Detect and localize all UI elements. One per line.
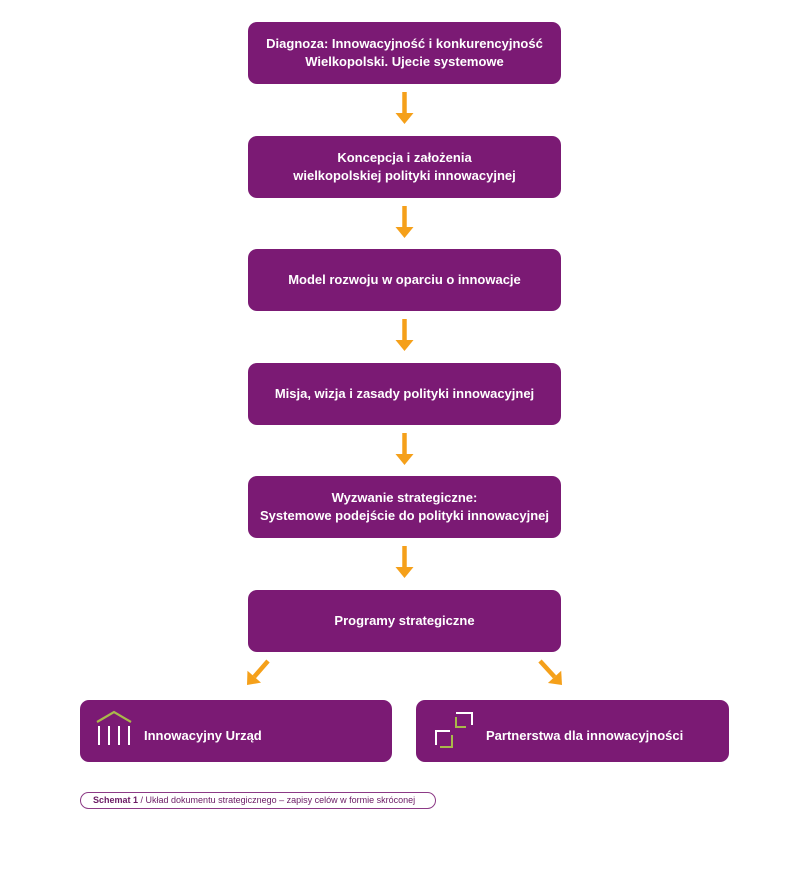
- branch-arrow-right-shaft: [538, 659, 557, 679]
- branch-arrow-right: [538, 659, 562, 685]
- flow-arrow-4-head: [395, 454, 414, 465]
- flow-box-koncepcja-line-1: Koncepcja i założenia: [337, 150, 472, 165]
- arrow-layer: [247, 92, 562, 685]
- flow-box-koncepcja: Koncepcja i założenia wielkopolskiej pol…: [248, 136, 561, 198]
- flow-arrow-1-head: [395, 113, 414, 124]
- flow-box-programy: Programy strategiczne: [248, 590, 561, 652]
- flow-arrow-3-head: [395, 340, 414, 351]
- flow-box-misja-line-1: Misja, wizja i zasady polityki innowacyj…: [274, 386, 535, 401]
- branch-arrow-left-shaft: [252, 659, 270, 679]
- flow-box-koncepcja-line-2: wielkopolskiej polityki innowacyjnej: [293, 168, 516, 183]
- branch-arrow-left-head: [247, 670, 262, 685]
- caption-label: Schemat 1: [93, 795, 139, 805]
- flow-arrow-5: [395, 546, 414, 578]
- figure-caption: Schemat 1 / Układ dokumentu strategiczne…: [80, 792, 436, 809]
- output-label-partnerstwa: Partnerstwa dla innowacyjności: [486, 728, 684, 743]
- flow-arrow-2: [395, 206, 414, 238]
- branch-arrow-right-head: [547, 670, 562, 685]
- flow-box-misja: Misja, wizja i zasady polityki innowacyj…: [248, 363, 561, 425]
- output-label-innowacyjny-urzad: Innowacyjny Urząd: [144, 728, 262, 743]
- flow-box-diagnoza: Diagnoza: Innowacyjność i konkurencyjnoś…: [248, 22, 561, 84]
- flow-arrow-2-head: [395, 227, 414, 238]
- flow-arrow-4: [395, 433, 414, 465]
- flow-box-diagnoza-line-1: Diagnoza: Innowacyjność i konkurencyjnoś…: [266, 36, 543, 51]
- output-box-innowacyjny-urzad: Innowacyjny Urząd: [80, 700, 392, 762]
- flow-arrow-5-head: [395, 567, 414, 578]
- flow-box-wyzwanie-line-1: Wyzwanie strategiczne:: [331, 490, 478, 505]
- flow-arrow-1: [395, 92, 414, 124]
- flow-box-model-line-1: Model rozwoju w oparciu o innowacje: [288, 272, 521, 287]
- caption-text: / Układ dokumentu strategicznego – zapis…: [138, 795, 416, 805]
- flow-box-diagnoza-line-2: Wielkopolski. Ujecie systemowe: [305, 54, 504, 69]
- flow-box-programy-line-1: Programy strategiczne: [334, 613, 475, 628]
- partnership-icon: [435, 712, 473, 748]
- flow-box-wyzwanie: Wyzwanie strategiczne: Systemowe podejśc…: [248, 476, 561, 538]
- building-icon: [96, 710, 132, 745]
- flow-box-wyzwanie-line-2: Systemowe podejście do polityki innowacy…: [260, 508, 549, 523]
- branch-arrow-left: [247, 659, 270, 685]
- flow-box-model: Model rozwoju w oparciu o innowacje: [248, 249, 561, 311]
- flow-arrow-3: [395, 319, 414, 351]
- output-box-partnerstwa: Partnerstwa dla innowacyjności: [416, 700, 729, 762]
